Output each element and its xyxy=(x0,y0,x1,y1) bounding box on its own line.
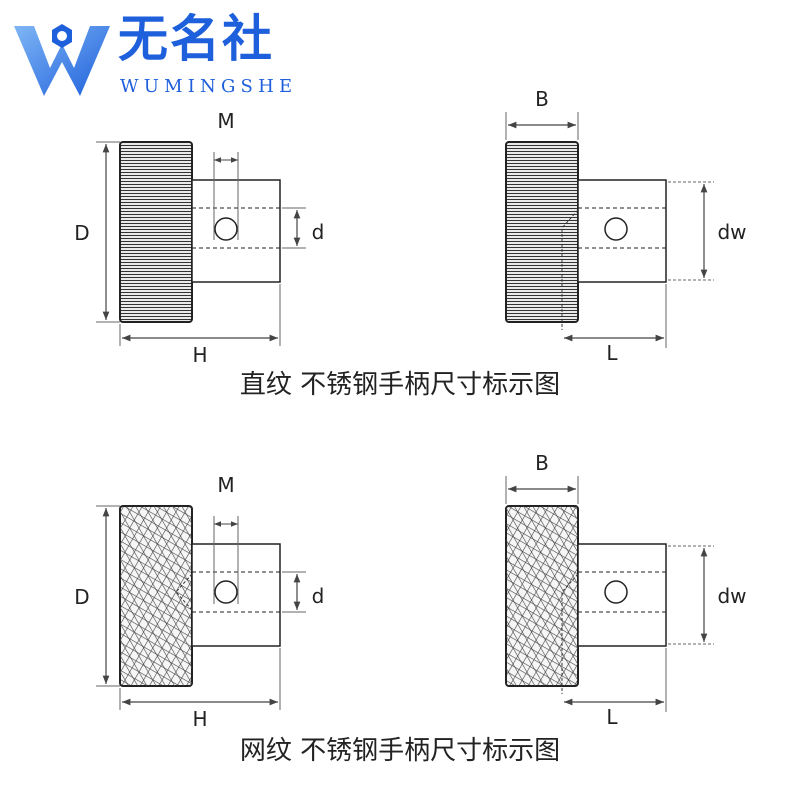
logo-name-cn: 无名社 xyxy=(118,10,274,68)
caption-diamond-knurl: 网纹 不锈钢手柄尺寸标示图 xyxy=(239,736,561,766)
wumingshe-logo-icon xyxy=(14,24,110,96)
dim-label-D: D xyxy=(74,585,89,609)
bottom-right-drawing: B dw L xyxy=(505,451,747,729)
dim-label-dw: dw xyxy=(717,584,746,608)
bottom-left-drawing: M D d H xyxy=(74,473,324,731)
dim-label-B: B xyxy=(535,451,549,475)
dim-label-d: d xyxy=(312,220,325,244)
dim-label-M: M xyxy=(217,109,234,133)
dim-label-L: L xyxy=(606,341,618,365)
dim-label-L: L xyxy=(606,705,618,729)
dim-label-M: M xyxy=(217,473,234,497)
dim-label-B: B xyxy=(535,87,549,111)
logo-name-en: WUMINGSHE xyxy=(120,76,298,97)
top-left-drawing: M D d H xyxy=(74,109,324,367)
dim-label-dw: dw xyxy=(717,220,746,244)
dim-label-d: d xyxy=(312,584,325,608)
dim-label-H: H xyxy=(192,707,207,731)
dim-label-H: H xyxy=(192,343,207,367)
caption-straight-knurl: 直纹 不锈钢手柄尺寸标示图 xyxy=(239,370,561,400)
top-right-drawing: B dw L xyxy=(505,87,747,365)
dim-label-D: D xyxy=(74,221,89,245)
